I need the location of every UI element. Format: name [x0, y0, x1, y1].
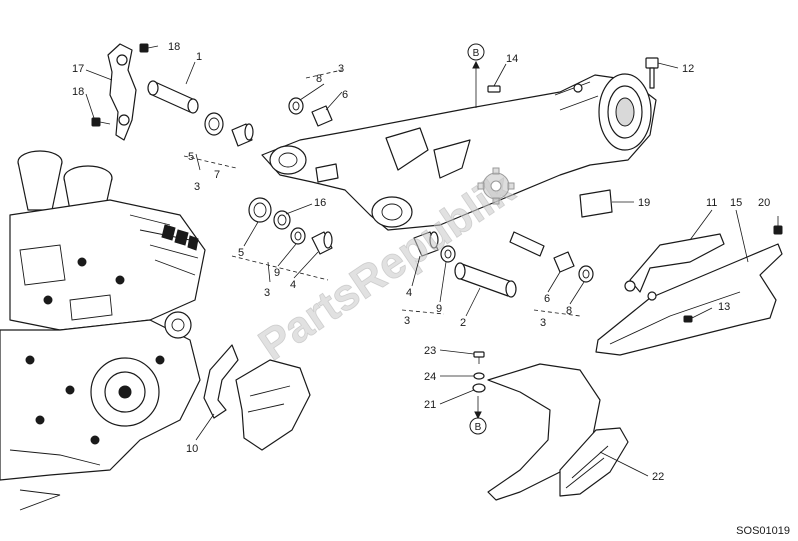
callout-13: 13	[718, 301, 730, 313]
mudguard-22	[487, 363, 629, 501]
callout-14: 14	[506, 53, 518, 65]
callout-5-mid: 5	[238, 247, 244, 259]
spacer-6-right	[553, 251, 575, 273]
seal-8-right	[578, 265, 594, 283]
callout-6-right: 6	[544, 293, 550, 305]
callout-5-left-top: 5	[188, 151, 194, 163]
bushing-7	[231, 123, 254, 147]
callout-23: 23	[424, 345, 436, 357]
bolt-12	[645, 57, 679, 89]
needle-bearing-4-right	[413, 231, 439, 257]
reference-mark-b-bottom: B	[469, 417, 487, 435]
decal-19	[579, 189, 634, 218]
callout-3-right: 3	[540, 317, 546, 329]
swingarm	[261, 73, 657, 231]
reference-mark-b-top: B	[467, 43, 485, 61]
bleed-screw-14	[487, 63, 507, 93]
callout-10: 10	[186, 443, 198, 455]
engine-block	[0, 150, 206, 511]
callout-15: 15	[730, 197, 742, 209]
callout-4-right: 4	[406, 287, 412, 299]
bolt-18-top	[139, 43, 159, 53]
drawing-code: SOS01019	[736, 525, 790, 537]
callout-3-mid: 3	[264, 287, 270, 299]
callout-3-left: 3	[194, 181, 200, 193]
callout-7: 7	[214, 169, 220, 181]
ring-9-mid-left	[290, 227, 306, 245]
spacer-6-top	[311, 105, 333, 127]
pivot-shaft-1	[147, 80, 199, 114]
screw-20	[773, 216, 783, 235]
callout-6-top: 6	[342, 89, 348, 101]
bolt-18-left	[91, 117, 111, 127]
shaft-tube-right	[509, 231, 545, 257]
callout-18-left: 18	[72, 86, 84, 98]
callout-leaders	[85, 61, 749, 477]
screw-23	[473, 351, 485, 364]
callout-3-top: 3	[338, 63, 344, 75]
callout-9-right: 9	[436, 303, 442, 315]
bracket-11	[624, 233, 725, 293]
swingarm-bracket-17	[107, 43, 137, 141]
grommet-21	[472, 383, 486, 393]
callout-11: 11	[706, 197, 717, 209]
pivot-shaft-2	[454, 262, 517, 298]
ring-9-right	[440, 245, 456, 263]
washer-24	[473, 372, 485, 380]
callout-12: 12	[682, 63, 694, 75]
gear-icon	[477, 167, 515, 205]
callout-20: 20	[758, 197, 770, 209]
callout-24: 24	[424, 371, 436, 383]
callout-8-right: 8	[566, 305, 572, 317]
callout-21: 21	[424, 399, 436, 411]
needle-bearing-4-mid-left	[311, 231, 333, 255]
callout-labels: 18 1 17 18 8 3 6 14 12 5 7 3 16 5 9 4 3 …	[72, 41, 770, 483]
callout-1: 1	[196, 51, 202, 63]
callout-16: 16	[314, 197, 326, 209]
svg-text:B: B	[475, 422, 482, 433]
bearing-5-mid	[248, 197, 272, 223]
callout-3-right-left: 3	[404, 315, 410, 327]
callout-19: 19	[638, 197, 650, 209]
seal-16	[273, 210, 291, 230]
callout-18-top: 18	[168, 41, 180, 53]
bearing-5-left-top	[204, 112, 224, 136]
callout-2: 2	[460, 317, 466, 329]
callout-4-mid: 4	[290, 279, 296, 291]
callout-9-mid: 9	[274, 267, 280, 279]
chain-guard-15	[595, 243, 783, 356]
callout-8-top: 8	[316, 73, 322, 85]
cover-10	[203, 344, 311, 451]
seal-8-top	[288, 97, 304, 115]
screw-13	[683, 307, 713, 323]
callout-22: 22	[652, 471, 664, 483]
svg-text:B: B	[473, 48, 480, 59]
callout-17: 17	[72, 63, 84, 75]
